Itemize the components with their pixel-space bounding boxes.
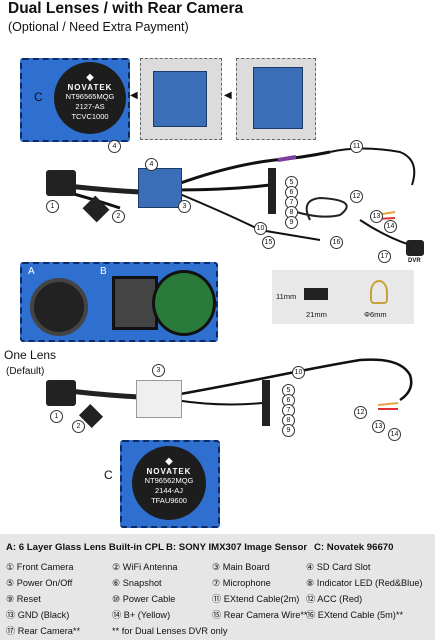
legend-item: ① Front Camera	[6, 562, 74, 572]
legend-item: ④ SD Card Slot	[306, 562, 371, 572]
one-lens-sub: (Default)	[6, 366, 45, 377]
legend-item: ⑪ EXtend Cable(2m)	[212, 594, 300, 604]
rear-camera	[406, 240, 424, 256]
legend-item: ⑬ GND (Black)	[6, 610, 70, 620]
callout-b-3: 3	[152, 364, 165, 377]
legend-item: ② WiFi Antenna	[112, 562, 178, 572]
chip-brand: NOVATEK	[146, 467, 192, 476]
chip-brand: NOVATEK	[67, 83, 113, 92]
chip-line-3: TCVC1000	[71, 112, 109, 121]
callout-14: 14	[384, 220, 397, 233]
dim-width: 21mm	[306, 310, 327, 319]
lens-label-b: B	[100, 266, 107, 277]
legend-item: ⑤ Power On/Off	[6, 578, 73, 588]
lens-sensor-panel: A B	[20, 262, 218, 342]
callout-15: 15	[262, 236, 275, 249]
sensor-icon	[112, 276, 158, 330]
chip-panel-bottom: ◆ NOVATEK NT96562MQG 2144-AJ TFAU9600	[120, 440, 220, 528]
chip-line-1: NT96565MQG	[65, 92, 115, 101]
callout-13: 13	[370, 210, 383, 223]
one-lens-label: One Lens	[4, 348, 57, 362]
chip-panel-top: C ◆ NOVATEK NT96565MQG 2127-AS TCVC1000	[20, 58, 130, 142]
legend-item: ⑭ B+ (Yellow)	[112, 610, 171, 620]
arrow-left-icon: ◀	[224, 90, 232, 101]
chip-panel-label-bottom: C	[104, 468, 113, 482]
legend-footnote: ** for Dual Lenses DVR only	[112, 626, 228, 636]
legend-item: ⑩ Power Cable	[112, 594, 176, 604]
callout-4b: 4	[108, 140, 121, 153]
callout-b-12: 12	[354, 406, 367, 419]
callout-16: 16	[330, 236, 343, 249]
callout-11: 11	[350, 140, 363, 153]
button-strip-bottom	[262, 380, 270, 426]
sensor-zoom-icon	[152, 270, 216, 336]
main-board-bottom	[136, 380, 182, 418]
board-photo-1	[140, 58, 222, 140]
callout-9: 9	[285, 216, 298, 229]
lens-icon	[30, 278, 88, 336]
chip-line-3: TFAU9600	[151, 496, 187, 505]
callout-4: 4	[145, 158, 158, 171]
page-subtitle: (Optional / Need Extra Payment)	[8, 20, 189, 34]
callout-10: 10	[254, 222, 267, 235]
button-strip-top	[268, 168, 276, 214]
callout-b-13: 13	[372, 420, 385, 433]
callout-12: 12	[350, 190, 363, 203]
novatek-chip-bottom: ◆ NOVATEK NT96562MQG 2144-AJ TFAU9600	[132, 446, 206, 520]
legend-panel: A: 6 Layer Glass Lens Built-in CPL B: SO…	[0, 534, 435, 640]
dim-diameter: Φ6mm	[364, 310, 387, 319]
main-board-top	[138, 168, 182, 208]
dim-height: 11mm	[276, 292, 297, 301]
callout-b-2: 2	[72, 420, 85, 433]
legend-item: ⑫ ACC (Red)	[306, 594, 363, 604]
lens-label-a: A	[28, 266, 35, 277]
board-photo-2	[236, 58, 316, 140]
callout-b-14: 14	[388, 428, 401, 441]
dimensions-panel: 11mm 21mm Φ6mm	[272, 270, 414, 324]
chip-line-2: 2127-AS	[75, 102, 105, 111]
front-camera-bottom	[46, 380, 76, 406]
legend-item: ⑯ EXtend Cable (5m)**	[306, 610, 404, 620]
mount-hole-icon	[370, 280, 388, 304]
legend-item: ⑥ Snapshot	[112, 578, 162, 588]
legend-header-a: A: 6 Layer Glass Lens Built-in CPL	[6, 542, 164, 553]
arrow-left-icon: ◀	[130, 90, 138, 101]
legend-header-c: C: Novatek 96670	[314, 542, 394, 553]
legend-item: ⑨ Reset	[6, 594, 41, 604]
legend-item: ⑰ Rear Camera**	[6, 626, 81, 636]
dvr-tag: DVR	[408, 258, 421, 264]
callout-b-10: 10	[292, 366, 305, 379]
wiring-diagram-top	[59, 147, 421, 249]
chip-line-2: 2144-AJ	[155, 486, 183, 495]
chip-panel-label: C	[34, 90, 43, 104]
callout-2: 2	[112, 210, 125, 223]
callout-b-9: 9	[282, 424, 295, 437]
legend-item: ⑦ Microphone	[212, 578, 271, 588]
front-camera	[46, 170, 76, 196]
legend-item: ③ Main Board	[212, 562, 270, 572]
chip-line-1: NT96562MQG	[144, 476, 194, 485]
legend-item: ⑧ Indicator LED (Red&Blue)	[306, 578, 423, 588]
legend-item: ⑮ Rear Camera Wire**	[212, 610, 308, 620]
callout-3: 3	[178, 200, 191, 213]
page-title: Dual Lenses / with Rear Camera	[8, 0, 244, 17]
callout-1: 1	[46, 200, 59, 213]
novatek-chip-top: ◆ NOVATEK NT96565MQG 2127-AS TCVC1000	[54, 62, 126, 134]
callout-17: 17	[378, 250, 391, 263]
legend-header-b: B: SONY IMX307 Image Sensor	[166, 542, 308, 553]
callout-b-1: 1	[50, 410, 63, 423]
button-shape-icon	[304, 288, 328, 300]
